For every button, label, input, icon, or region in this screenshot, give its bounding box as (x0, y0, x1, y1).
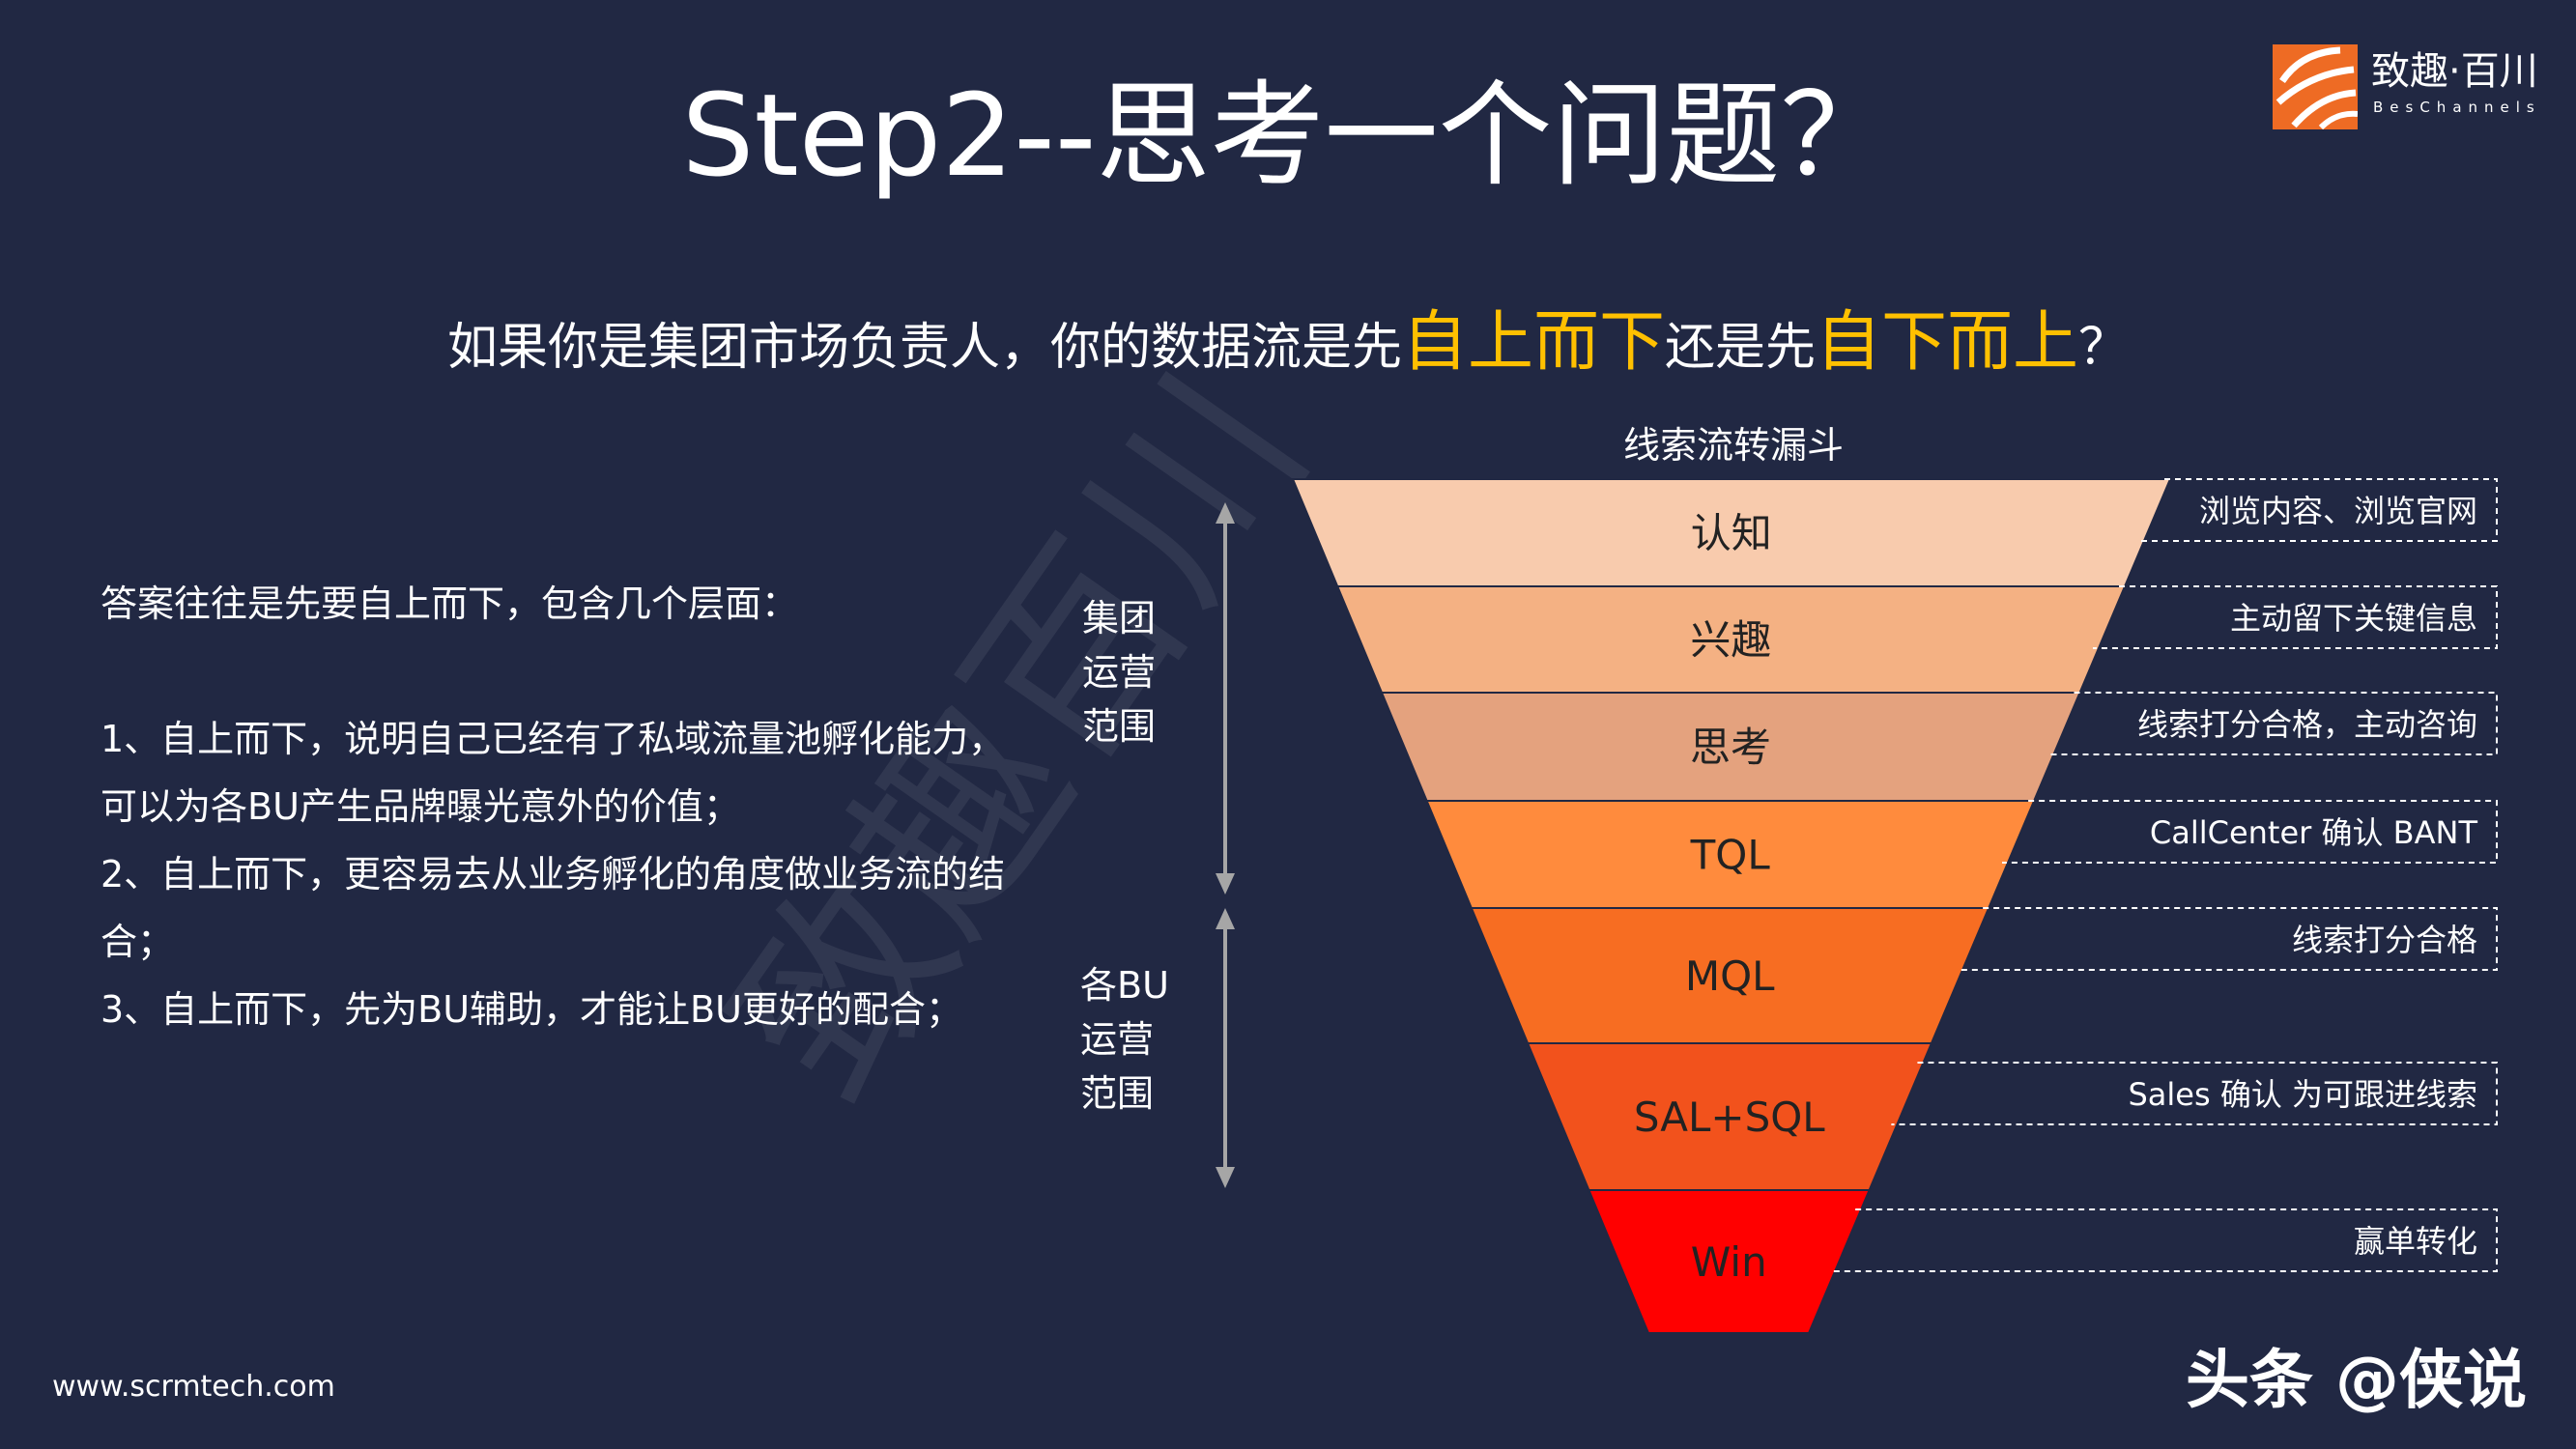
bu-scope-line: 范围 (1080, 1072, 1155, 1115)
stage-description: 线索打分合格 (2292, 922, 2477, 958)
funnel-stage-label: Win (1691, 1238, 1767, 1286)
funnel-stage-label: MQL (1685, 952, 1775, 1000)
funnel-stage-label: TQL (1690, 832, 1771, 879)
website-url: www.scrmtech.com (52, 1370, 335, 1404)
slide-title: Step2--思考一个问题？ (681, 69, 1895, 202)
bu-scope-arrow-icon (1216, 908, 1235, 1188)
stage-description: 赢单转化 (2354, 1223, 2477, 1260)
stage-description: 主动留下关键信息 (2230, 600, 2477, 637)
stage-description-box (2137, 478, 2498, 542)
group-scope-line: 集团 (1082, 597, 1157, 639)
funnel-stage-label: SAL+SQL (1634, 1094, 1825, 1141)
stage-description-box (2002, 800, 2498, 864)
stage-description-box (1957, 907, 2498, 971)
funnel-stage-label: 认知 (1691, 510, 1772, 557)
question-prefix: 如果你是集团市场负责人，你的数据流是先 (446, 319, 1402, 377)
question-highlight-top-down: 自上而下 (1401, 304, 1665, 381)
brand-logo-mark-icon (2273, 44, 2358, 129)
answer-point-1-line-2: 可以为各BU产生品牌曝光意外的价值； (100, 785, 740, 828)
bu-scope-line: 运营 (1080, 1018, 1155, 1061)
stage-description-box (2092, 585, 2498, 649)
question-middle: 还是先 (1664, 319, 1816, 377)
group-scope-arrow-icon (1216, 502, 1235, 895)
bu-scope-label: 各BU 运营 范围 (1080, 958, 1169, 1121)
answer-point-2-line-2: 合； (100, 921, 175, 963)
answer-text: 答案往往是先要自上而下，包含几个层面： 1、自上而下，说明自己已经有了私域流量池… (100, 570, 1047, 1043)
stage-description-box (1891, 1062, 2498, 1125)
stage-description-box (1829, 1208, 2498, 1272)
funnel-title: 线索流转漏斗 (1623, 424, 1845, 467)
funnel-stage-label: 思考 (1690, 724, 1771, 771)
answer-intro: 答案往往是先要自上而下，包含几个层面： (100, 582, 799, 625)
stage-description: CallCenter 确认 BANT (2150, 814, 2478, 851)
answer-point-2-line-1: 2、自上而下，更容易去从业务孵化的角度做业务流的结 (100, 853, 1006, 895)
answer-point-3: 3、自上而下，先为BU辅助，才能让BU更好的配合； (100, 988, 962, 1031)
funnel-stage (1587, 1189, 1872, 1334)
stage-description: 线索打分合格，主动咨询 (2137, 706, 2477, 743)
author-credit: 头条 @侠说 (2186, 1343, 2527, 1417)
question-highlight-bottom-up: 自下而上 (1816, 304, 2079, 381)
group-scope-label: 集团 运营 范围 (1082, 591, 1156, 753)
answer-point-1-line-1: 1、自上而下，说明自己已经有了私域流量池孵化能力， (100, 718, 1006, 760)
stage-description: 浏览内容、浏览官网 (2199, 493, 2477, 529)
brand-name-en: BesChannels (2373, 99, 2541, 116)
group-scope-line: 范围 (1082, 705, 1157, 748)
key-question: 如果你是集团市场负责人，你的数据流是先自上而下还是先自下而上？ (0, 299, 2576, 391)
bu-scope-line: 各BU (1080, 964, 1169, 1007)
brand-name-cn: 致趣·百川 (2371, 49, 2538, 94)
question-suffix: ？ (2078, 319, 2130, 377)
brand-logo: 致趣·百川 BesChannels (2273, 41, 2553, 137)
group-scope-line: 运营 (1082, 651, 1157, 694)
stage-description: Sales 确认 为可跟进线索 (2128, 1076, 2477, 1113)
funnel-stage-label: 兴趣 (1690, 616, 1771, 664)
